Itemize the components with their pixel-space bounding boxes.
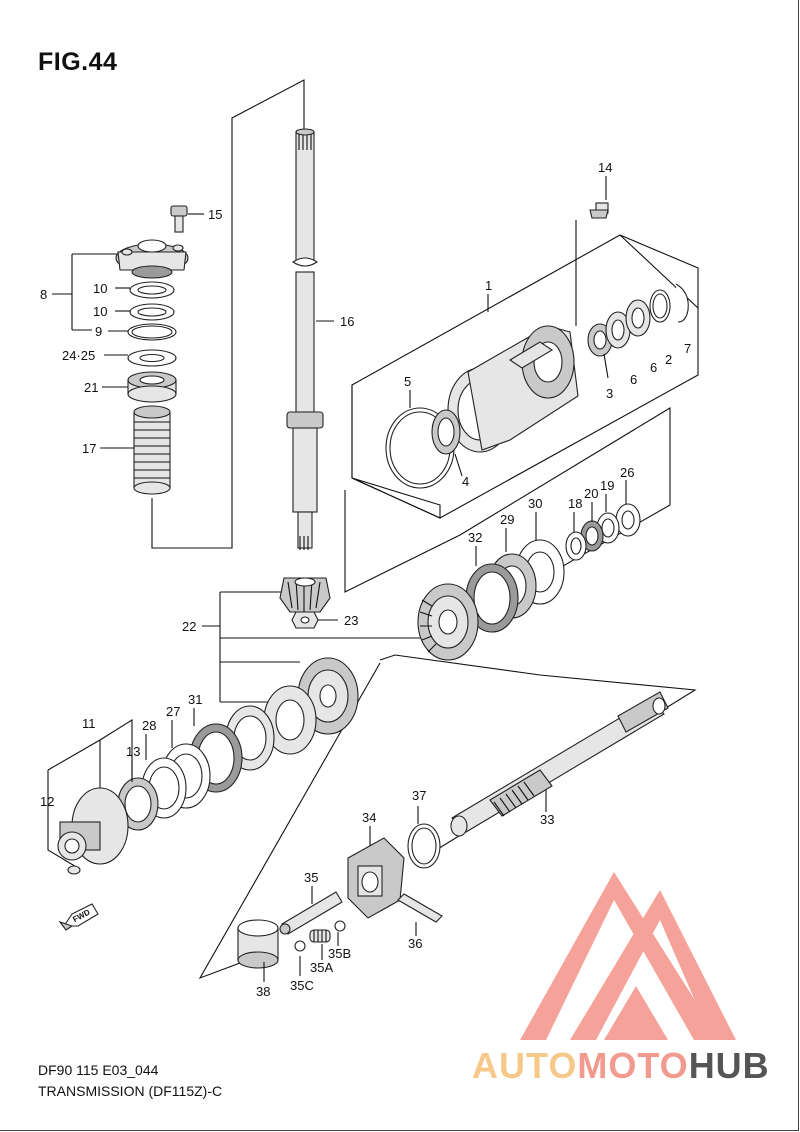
callout-19: 19 [600,478,614,493]
bolt-14 [589,176,609,219]
push-rod-35 [279,886,343,935]
propeller-shaft-33 [450,691,669,837]
callout-24-25: 24·25 [62,348,95,363]
callout-3: 3 [606,386,613,401]
shim-26 [615,503,641,537]
group-outline-pinion-shaft [151,79,305,549]
callout-26: 26 [620,465,634,480]
callout-labels: 1 2 3 4 5 6 6 7 8 9 10 10 11 12 13 14 15… [40,160,691,999]
o-ring-9 [127,323,177,341]
callout-23: 23 [344,613,358,628]
seal-6b [625,299,651,337]
callout-8: 8 [40,287,47,302]
callout-29: 29 [500,512,514,527]
bolt-15 [170,205,204,233]
callout-32: 32 [468,530,482,545]
bearing-race-forward [263,685,317,755]
watermark-logo-icon [520,872,736,1040]
nut-23 [291,611,338,629]
watermark-part-moto: MOTO [577,1045,689,1086]
ball-35b [334,920,346,932]
leader-lines [100,220,627,982]
sleeve-17 [133,405,171,495]
callout-9: 9 [95,324,102,339]
drawing-model-code: DF90 115 E03_044 [38,1062,159,1078]
carrier-11 [57,787,129,865]
group-outline-22 [202,591,420,703]
needle-bearing-4 [431,409,463,477]
shim-10b [129,303,175,321]
snap-ring-37 [407,806,441,869]
callout-34: 34 [362,810,376,825]
pin-12 [67,865,81,875]
callout-30: 30 [528,496,542,511]
callout-31: 31 [188,692,202,707]
callout-15: 15 [208,207,222,222]
washer-18 [565,531,587,561]
callout-28: 28 [142,718,156,733]
pinion-gear-22 [279,577,331,613]
driveshaft-16 [286,128,334,550]
sleeve-38 [237,919,279,969]
callout-21: 21 [84,380,98,395]
callout-33: 33 [540,812,554,827]
group-outline-8 [52,253,122,331]
o-ring-2 [649,289,671,323]
callout-11: 11 [82,716,96,731]
callout-22: 22 [182,619,196,634]
callout-35: 35 [304,870,318,885]
bearing-13 [117,777,159,831]
callout-20: 20 [584,486,598,501]
callout-10b: 10 [93,304,107,319]
watermark-part-hub: HUB [688,1045,770,1086]
bearing-housing-8 [115,239,189,279]
watermark-text: AUTOMOTOHUB [472,1045,770,1087]
callout-2: 2 [665,352,672,367]
cross-pin-36 [397,893,443,936]
callout-14: 14 [598,160,612,175]
callout-35c: 35C [290,978,314,993]
seal-6a [605,311,631,349]
callout-35b: 35B [328,946,351,961]
callout-38: 38 [256,984,270,999]
fwd-arrow-icon: FWD [58,903,99,931]
callout-7: 7 [684,341,691,356]
callout-17: 17 [82,441,96,456]
callout-35a: 35A [310,960,333,975]
callout-37: 37 [412,788,426,803]
spring-35a [309,929,331,943]
callout-1: 1 [485,278,492,293]
watermark-part-auto: AUTO [472,1045,578,1086]
callout-18: 18 [568,496,582,511]
bearing-21 [127,371,177,403]
figure-title: FIG.44 [38,48,118,76]
callout-6b: 6 [650,360,657,375]
shim-10a [129,281,175,299]
callout-4: 4 [462,474,469,489]
callout-36: 36 [408,936,422,951]
snap-ring-7 [675,283,689,323]
shim-24-25 [127,349,177,367]
clutch-dog-34 [347,837,405,919]
callout-27: 27 [166,704,180,719]
group-outline-gearcase-1 [351,234,699,519]
drawing-description: TRANSMISSION (DF115Z)-C [38,1083,223,1099]
callout-13: 13 [126,744,140,759]
ball-35c [294,940,306,952]
callout-5: 5 [404,374,411,389]
reverse-gear-bevel [417,583,479,661]
gear-housing-1 [447,325,579,453]
callout-6a: 6 [630,372,637,387]
callout-10a: 10 [93,281,107,296]
callout-12: 12 [40,794,54,809]
callout-16: 16 [340,314,354,329]
